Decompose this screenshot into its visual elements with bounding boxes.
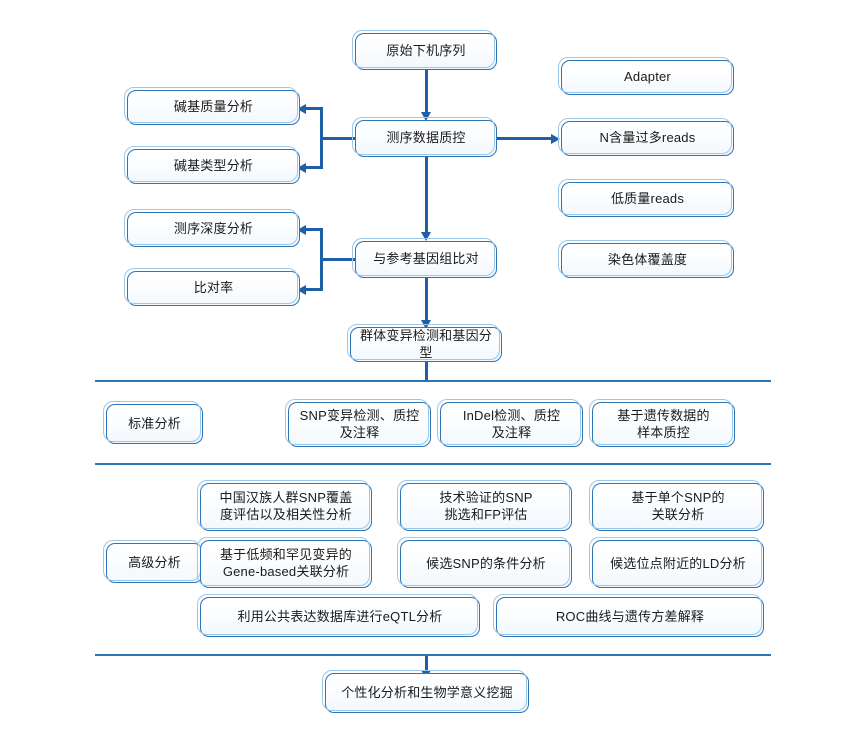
node-sequencing-depth-analysis[interactable]: 测序深度分析 xyxy=(124,209,300,247)
arrowhead-qc-to-base-quality xyxy=(297,104,306,114)
connector-qc-left-stem xyxy=(320,137,358,140)
node-advanced-eqtl[interactable]: 利用公共表达数据库进行eQTL分析 xyxy=(197,594,480,637)
node-base-type-analysis-label: 碱基类型分析 xyxy=(173,158,254,174)
node-standard-indel-label: InDel检测、质控 及注释 xyxy=(462,407,561,440)
node-reference-alignment-label: 与参考基因组比对 xyxy=(373,251,479,267)
node-advanced-single-snp-association[interactable]: 基于单个SNP的 关联分析 xyxy=(589,480,764,531)
node-advanced-single-snp-association-label: 基于单个SNP的 关联分析 xyxy=(631,490,725,522)
node-adapter[interactable]: Adapter xyxy=(558,57,734,95)
node-standard-sample-qc[interactable]: 基于遗传数据的 样本质控 xyxy=(589,399,735,447)
node-chromosome-coverage[interactable]: 染色体覆盖度 xyxy=(558,240,734,278)
arrowhead-qc-to-base-type xyxy=(297,163,306,173)
connector-qc-to-alignment xyxy=(425,157,428,235)
node-advanced-ld-analysis[interactable]: 候选位点附近的LD分析 xyxy=(589,537,764,588)
node-mapping-rate[interactable]: 比对率 xyxy=(124,268,300,306)
node-reference-alignment[interactable]: 与参考基因组比对 xyxy=(352,238,497,278)
connector-raw-to-qc xyxy=(425,70,428,114)
node-high-n-reads-label: N含量过多reads xyxy=(599,130,696,146)
node-sequencing-depth-analysis-label: 测序深度分析 xyxy=(173,221,254,237)
node-advanced-roc-variance-label: ROC曲线与遗传方差解释 xyxy=(555,608,705,624)
connector-align-left-spine xyxy=(320,228,323,290)
node-base-type-analysis[interactable]: 碱基类型分析 xyxy=(124,146,300,184)
connector-align-to-depth xyxy=(305,228,323,231)
node-mapping-rate-label: 比对率 xyxy=(193,280,234,296)
stage-label-advanced-analysis[interactable]: 高级分析 xyxy=(103,540,203,583)
arrowhead-qc-to-n-reads xyxy=(551,134,560,144)
node-standard-snp-label: SNP变异检测、质控 及注释 xyxy=(299,407,420,440)
node-chromosome-coverage-label: 染色体覆盖度 xyxy=(607,252,688,268)
node-personalized-analysis[interactable]: 个性化分析和生物学意义挖掘 xyxy=(322,670,529,713)
node-raw-sequence[interactable]: 原始下机序列 xyxy=(352,30,497,70)
node-base-quality-analysis-label: 碱基质量分析 xyxy=(173,99,254,115)
node-advanced-ld-analysis-label: 候选位点附近的LD分析 xyxy=(610,555,746,571)
node-advanced-han-snp-coverage[interactable]: 中国汉族人群SNP覆盖 度评估以及相关性分析 xyxy=(197,480,372,531)
node-advanced-gene-based-label: 基于低频和罕见变异的 Gene-based关联分析 xyxy=(219,547,352,579)
node-high-n-reads[interactable]: N含量过多reads xyxy=(558,118,734,156)
divider-standard-top xyxy=(95,380,771,382)
connector-align-left-stem xyxy=(320,258,358,261)
arrowhead-align-to-depth xyxy=(297,225,306,235)
node-adapter-label: Adapter xyxy=(624,69,671,85)
node-advanced-validated-snp-label: 技术验证的SNP 挑选和FP评估 xyxy=(439,490,533,522)
node-standard-sample-qc-label: 基于遗传数据的 样本质控 xyxy=(617,407,710,440)
node-personalized-analysis-label: 个性化分析和生物学意义挖掘 xyxy=(341,684,513,700)
node-advanced-conditional-snp-label: 候选SNP的条件分析 xyxy=(426,555,546,571)
node-advanced-eqtl-label: 利用公共表达数据库进行eQTL分析 xyxy=(237,608,443,624)
node-variant-calling-genotyping[interactable]: 群体变异检测和基因分型 xyxy=(347,324,502,362)
node-low-quality-reads[interactable]: 低质量reads xyxy=(558,179,734,217)
connector-qc-left-spine xyxy=(320,108,323,168)
arrowhead-raw-to-qc xyxy=(421,112,431,121)
node-standard-indel[interactable]: InDel检测、质控 及注释 xyxy=(437,399,583,447)
node-raw-sequence-label: 原始下机序列 xyxy=(386,43,466,59)
connector-qc-to-base-type xyxy=(305,166,323,169)
node-variant-calling-genotyping-label: 群体变异检测和基因分型 xyxy=(359,327,492,360)
node-base-quality-analysis[interactable]: 碱基质量分析 xyxy=(124,87,300,125)
connector-variant-to-standard xyxy=(425,362,428,382)
node-sequencing-qc-label: 测序数据质控 xyxy=(386,130,466,146)
connector-qc-to-base-quality xyxy=(305,107,323,110)
node-advanced-validated-snp[interactable]: 技术验证的SNP 挑选和FP评估 xyxy=(397,480,572,531)
divider-final-top xyxy=(95,654,771,656)
connector-to-final xyxy=(425,656,428,674)
arrowhead-align-to-maprate xyxy=(297,285,306,295)
node-advanced-roc-variance[interactable]: ROC曲线与遗传方差解释 xyxy=(493,594,764,637)
stage-label-standard-analysis-text: 标准分析 xyxy=(128,415,181,431)
arrowhead-align-to-variant xyxy=(421,320,431,329)
node-standard-snp[interactable]: SNP变异检测、质控 及注释 xyxy=(285,399,431,447)
stage-label-standard-analysis[interactable]: 标准分析 xyxy=(103,401,203,444)
arrowhead-qc-to-alignment xyxy=(421,232,431,241)
connector-align-to-maprate xyxy=(305,288,323,291)
node-advanced-han-snp-coverage-label: 中国汉族人群SNP覆盖 度评估以及相关性分析 xyxy=(219,490,353,522)
node-advanced-conditional-snp[interactable]: 候选SNP的条件分析 xyxy=(397,537,572,588)
node-sequencing-qc[interactable]: 测序数据质控 xyxy=(352,117,497,157)
node-advanced-gene-based[interactable]: 基于低频和罕见变异的 Gene-based关联分析 xyxy=(197,537,372,588)
divider-advanced-top xyxy=(95,463,771,465)
connector-qc-to-n-reads xyxy=(497,137,553,140)
stage-label-advanced-analysis-text: 高级分析 xyxy=(128,554,181,570)
connector-align-to-variant xyxy=(425,278,428,323)
node-low-quality-reads-label: 低质量reads xyxy=(610,191,685,207)
